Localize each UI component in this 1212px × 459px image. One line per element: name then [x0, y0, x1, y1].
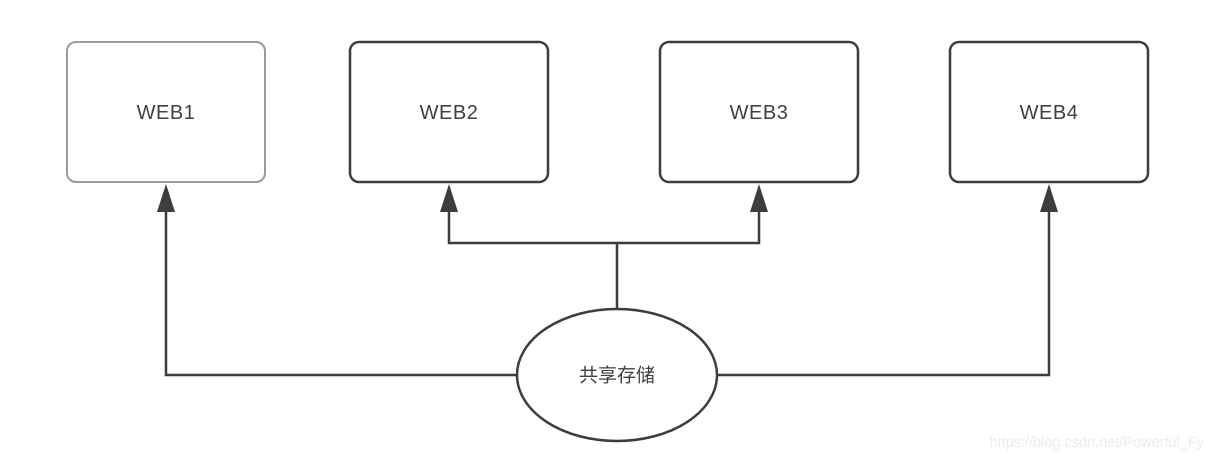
node-web4-box: [948, 40, 1150, 184]
node-web4-label: WEB4: [1020, 102, 1079, 124]
node-web1: WEB1: [66, 41, 266, 183]
node-web2: WEB2: [348, 40, 550, 184]
arrow-storage-to-web3-head: [750, 184, 768, 212]
arrow-storage-to-web4-line: [717, 206, 1051, 377]
node-web3-box: [658, 40, 860, 184]
node-web3: WEB3: [658, 40, 860, 184]
arrow-storage-to-web2-line: [447, 206, 619, 309]
node-web2-label: WEB2: [420, 102, 479, 124]
storage-node-ellipse: [515, 307, 719, 443]
node-web4: WEB4: [948, 40, 1150, 184]
arrow-storage-to-web1-line: [164, 206, 517, 377]
node-shared-storage: 共享存储: [515, 307, 719, 443]
arrow-storage-to-web2-head: [440, 184, 458, 212]
storage-node-label: 共享存储: [579, 365, 655, 387]
node-web1-label: WEB1: [137, 102, 196, 124]
arrow-storage-to-web4-head: [1040, 184, 1058, 212]
arrow-storage-to-web3-line: [617, 206, 761, 245]
node-web2-box: [348, 40, 550, 184]
node-web3-label: WEB3: [730, 102, 789, 124]
node-web1-box: [66, 41, 266, 183]
watermark: https://blog.csdn.net/Powerful_Fy: [990, 435, 1205, 451]
arrow-storage-to-web1-head: [157, 184, 175, 212]
